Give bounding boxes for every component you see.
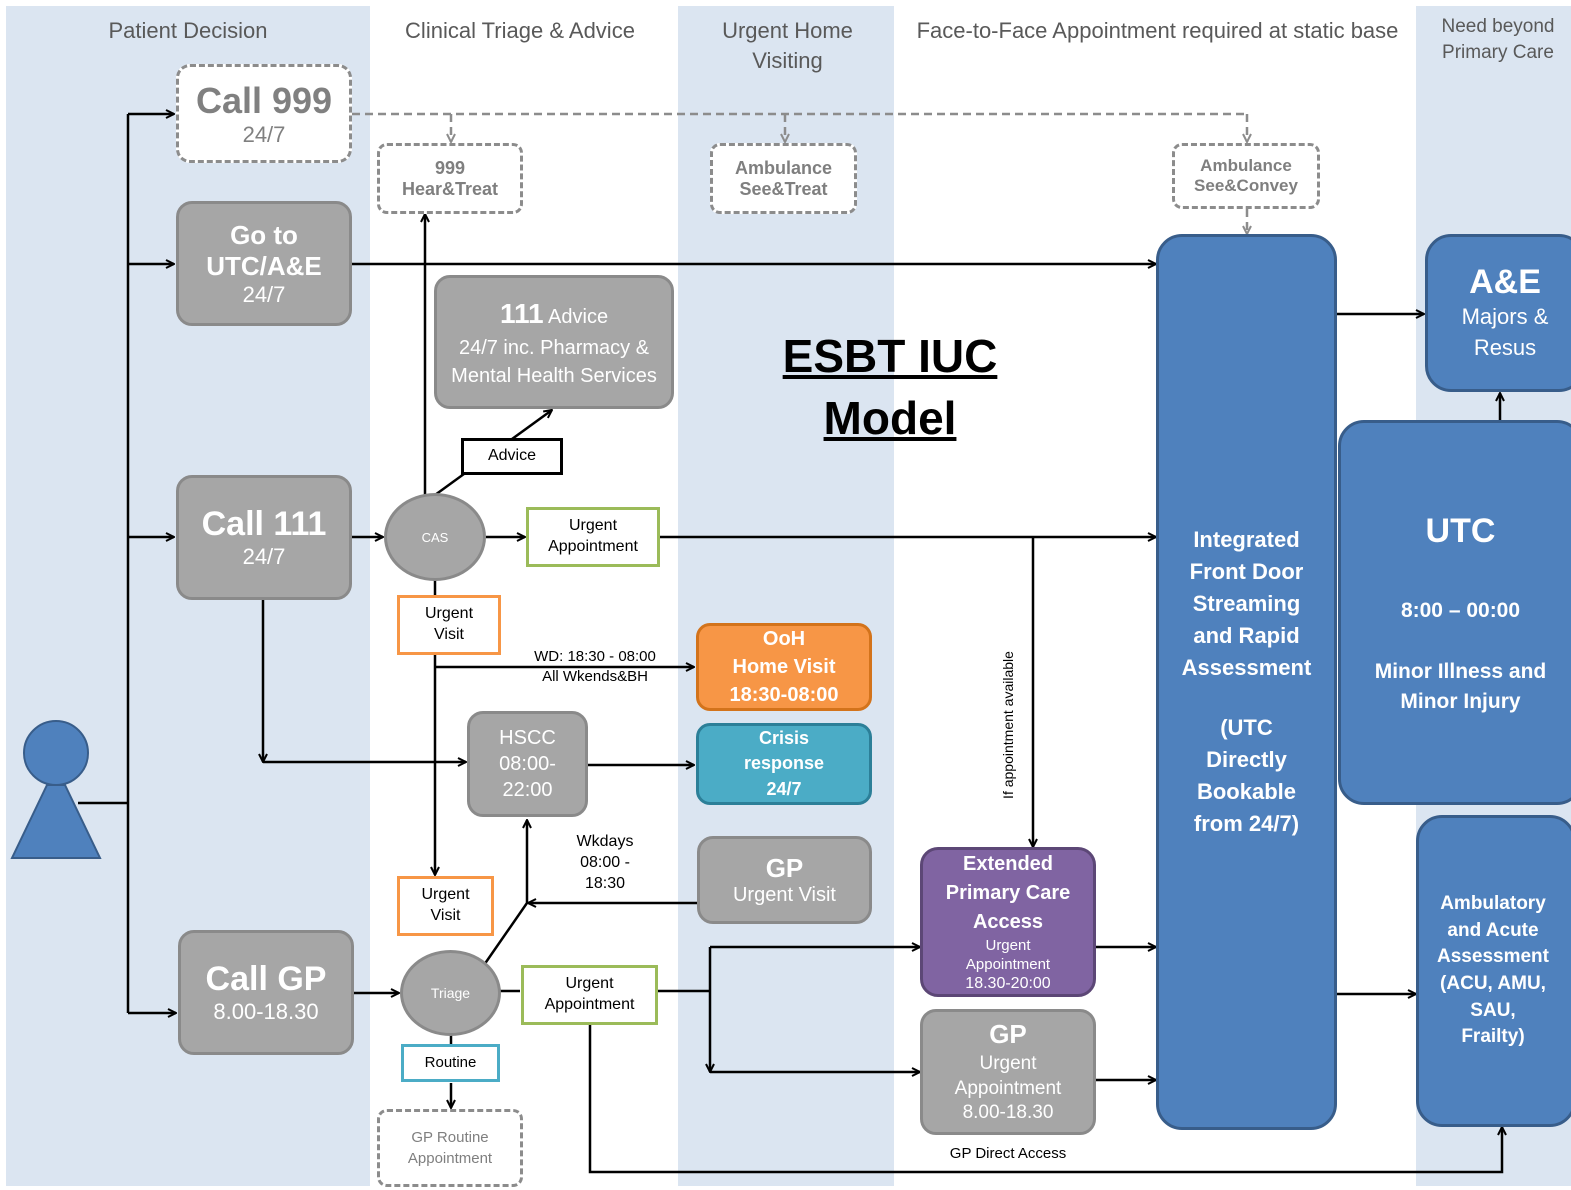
advice-111-small: Advice xyxy=(548,306,609,329)
urgent-visit-111[interactable]: Urgent Visit xyxy=(397,595,501,655)
diagram-title-line2: Model xyxy=(823,392,957,444)
utc-desc: Minor Illness and Minor Injury xyxy=(1374,659,1547,714)
call-111-title: Call 111 xyxy=(201,505,327,543)
gp-urgent-visit-title: GP xyxy=(765,853,804,883)
column-header-home-visiting: Urgent Home Visiting xyxy=(722,18,853,73)
extended-primary-care-time: 18.30-20:00 xyxy=(965,975,1051,993)
crisis-line3: 24/7 xyxy=(766,778,802,799)
ooh-line2: Home Visit xyxy=(732,656,836,678)
diagram-title: ESBT IUC Model xyxy=(760,325,1020,449)
routine-label[interactable]: Routine xyxy=(401,1044,500,1082)
call-999-node[interactable]: Call 999 24/7 xyxy=(176,64,352,163)
gp-urgent-visit-sub: Urgent Visit xyxy=(732,884,836,906)
triage-node[interactable]: Triage xyxy=(400,950,501,1036)
ae-node[interactable]: A&E Majors & Resus xyxy=(1425,234,1571,392)
call-gp-sub: 8.00-18.30 xyxy=(213,999,319,1024)
gp-urgent-appointment-sub: Urgent Appointment xyxy=(954,1052,1062,1099)
hscc-line2: 08:00- xyxy=(499,753,556,775)
ambulatory-text: Ambulatory and Acute Assessment (ACU, AM… xyxy=(1437,893,1549,1048)
gp-urgent-appointment-title: GP xyxy=(989,1019,1027,1050)
ambulance-see-convey-line1: Ambulance xyxy=(1200,156,1292,175)
gp-urgent-appointment-time: 8.00-18.30 xyxy=(962,1102,1054,1124)
utc-node[interactable]: UTC 8:00 – 00:00 Minor Illness and Minor… xyxy=(1338,420,1571,805)
wkdays-time2: 18:30 xyxy=(584,874,626,892)
ambulatory-node[interactable]: Ambulatory and Acute Assessment (ACU, AM… xyxy=(1416,815,1571,1127)
ooh-home-visit-node[interactable]: OoH Home Visit 18:30-08:00 xyxy=(696,623,872,711)
wkdays-time1: 08:00 - xyxy=(580,853,630,871)
column-header-clinical-triage: Clinical Triage & Advice xyxy=(405,18,635,43)
call-999-sub: 24/7 xyxy=(242,121,286,147)
wkdays-text: Wkdays xyxy=(576,833,634,850)
wd-hours-annotation: WD: 18:30 - 08:00 All Wkends&BH xyxy=(505,647,685,686)
extended-primary-care-node[interactable]: Extended Primary Care Access Urgent Appo… xyxy=(920,847,1096,997)
ae-title: A&E xyxy=(1469,262,1541,301)
column-header-patient-decision: Patient Decision xyxy=(108,18,268,43)
ooh-line3: 18:30-08:00 xyxy=(729,684,839,706)
call-111-sub: 24/7 xyxy=(242,544,286,569)
gp-direct-access-label: GP Direct Access xyxy=(949,1145,1067,1162)
hscc-node[interactable]: HSCC 08:00- 22:00 xyxy=(467,711,588,817)
ambulance-see-convey-line2: See&Convey xyxy=(1194,176,1298,195)
call-gp-title: Call GP xyxy=(205,960,327,998)
advice-label: Advice xyxy=(461,438,563,475)
urgent-appointment-111[interactable]: Urgent Appointment xyxy=(526,507,660,567)
hscc-line1: HSCC xyxy=(499,727,556,749)
go-to-utc-sub: 24/7 xyxy=(242,281,286,307)
integrated-front-door-text: Integrated Front Door Streaming and Rapi… xyxy=(1181,527,1312,681)
hear-treat-line2: Hear&Treat xyxy=(401,178,499,199)
gp-urgent-visit-node[interactable]: GP Urgent Visit xyxy=(697,836,872,924)
weekends-text: All Wkends&BH xyxy=(542,667,648,685)
ambulance-see-convey-node[interactable]: Ambulance See&Convey xyxy=(1172,143,1320,209)
ambulance-see-treat-line1: Ambulance xyxy=(734,157,833,178)
gp-routine-appointment[interactable]: GP Routine Appointment xyxy=(377,1109,523,1187)
wd-hours-text: WD: 18:30 - 08:00 xyxy=(534,648,656,665)
patient-person-icon xyxy=(10,720,102,859)
utc-title: UTC xyxy=(1425,512,1496,551)
crisis-line2: response xyxy=(743,753,825,774)
advice-111-rest: 24/7 inc. Pharmacy & Mental Health Servi… xyxy=(451,336,657,387)
ambulance-see-treat-node[interactable]: Ambulance See&Treat xyxy=(710,143,857,214)
call-999-title: Call 999 xyxy=(195,79,333,121)
advice-111-node[interactable]: 111 Advice 24/7 inc. Pharmacy & Mental H… xyxy=(434,275,674,409)
urgent-visit-gp[interactable]: Urgent Visit xyxy=(397,876,494,936)
call-gp-node[interactable]: Call GP 8.00-18.30 xyxy=(178,930,354,1055)
wkdays-annotation: Wkdays 08:00 - 18:30 xyxy=(560,832,650,894)
advice-111-big: 111 xyxy=(499,298,544,330)
extended-primary-care-title: Extended Primary Care Access xyxy=(945,852,1071,933)
hear-treat-node[interactable]: 999 Hear&Treat xyxy=(377,143,523,214)
diagram-title-line1: ESBT IUC xyxy=(782,330,998,382)
go-to-utc-node[interactable]: Go to UTC/A&E 24/7 xyxy=(176,201,352,326)
ambulance-see-treat-line2: See&Treat xyxy=(739,178,828,199)
gp-urgent-appointment-node[interactable]: GP Urgent Appointment 8.00-18.30 xyxy=(920,1009,1096,1135)
go-to-utc-line2: UTC/A&E xyxy=(206,250,322,281)
hscc-line3: 22:00 xyxy=(502,779,553,801)
crisis-line1: Crisis xyxy=(758,728,810,749)
column-header-beyond-primary-care: Need beyond Primary Care xyxy=(1441,16,1555,63)
ooh-line1: OoH xyxy=(762,628,806,650)
go-to-utc-line1: Go to xyxy=(230,219,298,250)
integrated-front-door-node[interactable]: Integrated Front Door Streaming and Rapi… xyxy=(1156,234,1337,1130)
utc-hours: 8:00 – 00:00 xyxy=(1400,599,1521,623)
column-header-face-to-face: Face-to-Face Appointment required at sta… xyxy=(916,18,1399,43)
urgent-appointment-gp[interactable]: Urgent Appointment xyxy=(521,965,658,1025)
integrated-front-door-note: (UTC Directly Bookable from 24/7) xyxy=(1193,714,1300,836)
if-appointment-available-annotation: If appointment available xyxy=(1000,651,1016,799)
hear-treat-line1: 999 xyxy=(434,157,466,178)
call-111-node[interactable]: Call 111 24/7 xyxy=(176,475,352,600)
crisis-response-node[interactable]: Crisis response 24/7 xyxy=(696,723,872,805)
ae-sub: Majors & Resus xyxy=(1461,303,1549,360)
extended-primary-care-sub: Urgent Appointment xyxy=(965,936,1051,973)
cas-node[interactable]: CAS xyxy=(384,493,486,581)
